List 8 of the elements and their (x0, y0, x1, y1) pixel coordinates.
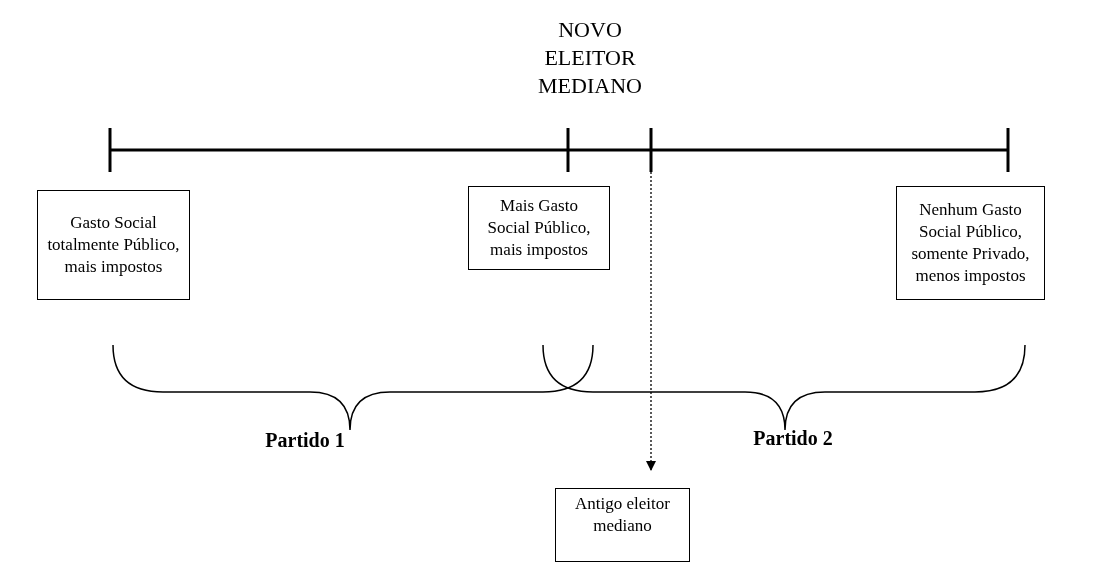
heading: NOVO ELEITOR MEDIANO (537, 16, 643, 100)
arrow (646, 151, 656, 471)
option-box: Nenhum Gasto Social Público, somente Privado, menos impostos (896, 186, 1045, 300)
option-box: Mais Gasto Social Público, mais impostos (468, 186, 610, 270)
option-box: Gasto Social totalmente Público, mais impostos (37, 190, 190, 300)
voter-box: Antigo eleitor mediano (555, 488, 690, 562)
party-label: Partido 2 (752, 426, 834, 451)
party-label: Partido 1 (264, 428, 346, 453)
